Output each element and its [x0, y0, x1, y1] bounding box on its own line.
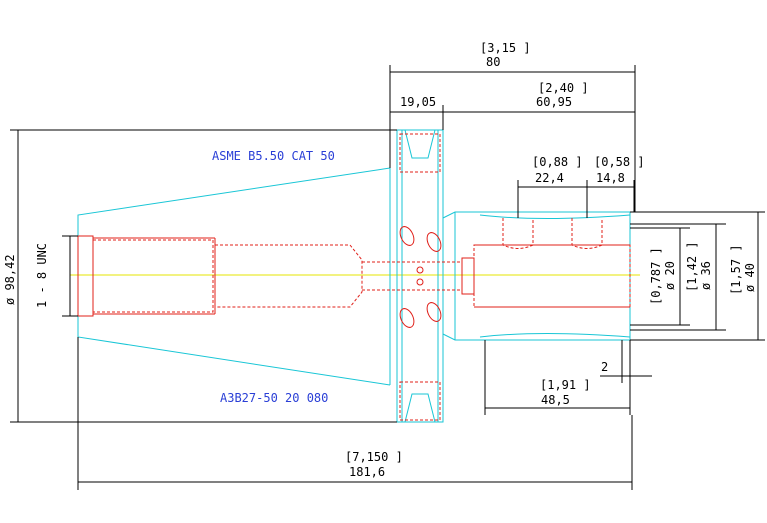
dim-flange-width: 19,05	[400, 95, 436, 109]
dim-groove1-inch: [0,88 ]	[532, 155, 583, 169]
flange	[396, 129, 444, 423]
dim-bore-depth-inch: [1,91 ]	[540, 378, 591, 392]
dim-nose-mm: 60,95	[536, 95, 572, 109]
dim-outer-inch: [1,57 ]	[729, 244, 743, 295]
dim-bore-depth-mm: 48,5	[541, 393, 570, 407]
dim-mid-mm: ø 36	[699, 261, 713, 290]
title-spec-label: ASME B5.50 CAT 50	[212, 149, 335, 163]
taper-body	[77, 167, 398, 386]
dim-groove1-mm: 22,4	[535, 171, 564, 185]
dim-groove2-mm: 14,8	[596, 171, 625, 185]
dim-overall-inch: [7,150 ]	[345, 450, 403, 464]
internal-bore	[77, 235, 631, 317]
dim-overall-top-mm: 80	[486, 55, 500, 69]
dim-groove2-inch: [0,58 ]	[594, 155, 645, 169]
dim-thread: 1 - 8 UNC	[35, 243, 49, 308]
dim-overall-top-inch: [3,15 ]	[480, 41, 531, 55]
dim-mid-inch: [1,42 ]	[685, 241, 699, 292]
dim-chamfer: 2	[601, 360, 608, 374]
dim-flange-dia: ø 98,42	[3, 254, 17, 305]
nose-grooves	[502, 218, 603, 249]
dim-outer-mm: ø 40	[743, 263, 757, 292]
dim-overall-mm: 181,6	[349, 465, 385, 479]
flange-hidden-features	[399, 133, 442, 421]
dim-bore-mm: ø 20	[663, 261, 677, 290]
dimension-lines	[10, 65, 765, 490]
dim-nose-inch: [2,40 ]	[538, 81, 589, 95]
dim-bore-inch: [0,787 ]	[649, 247, 663, 305]
part-number-label: A3B27-50 20 080	[220, 391, 328, 405]
